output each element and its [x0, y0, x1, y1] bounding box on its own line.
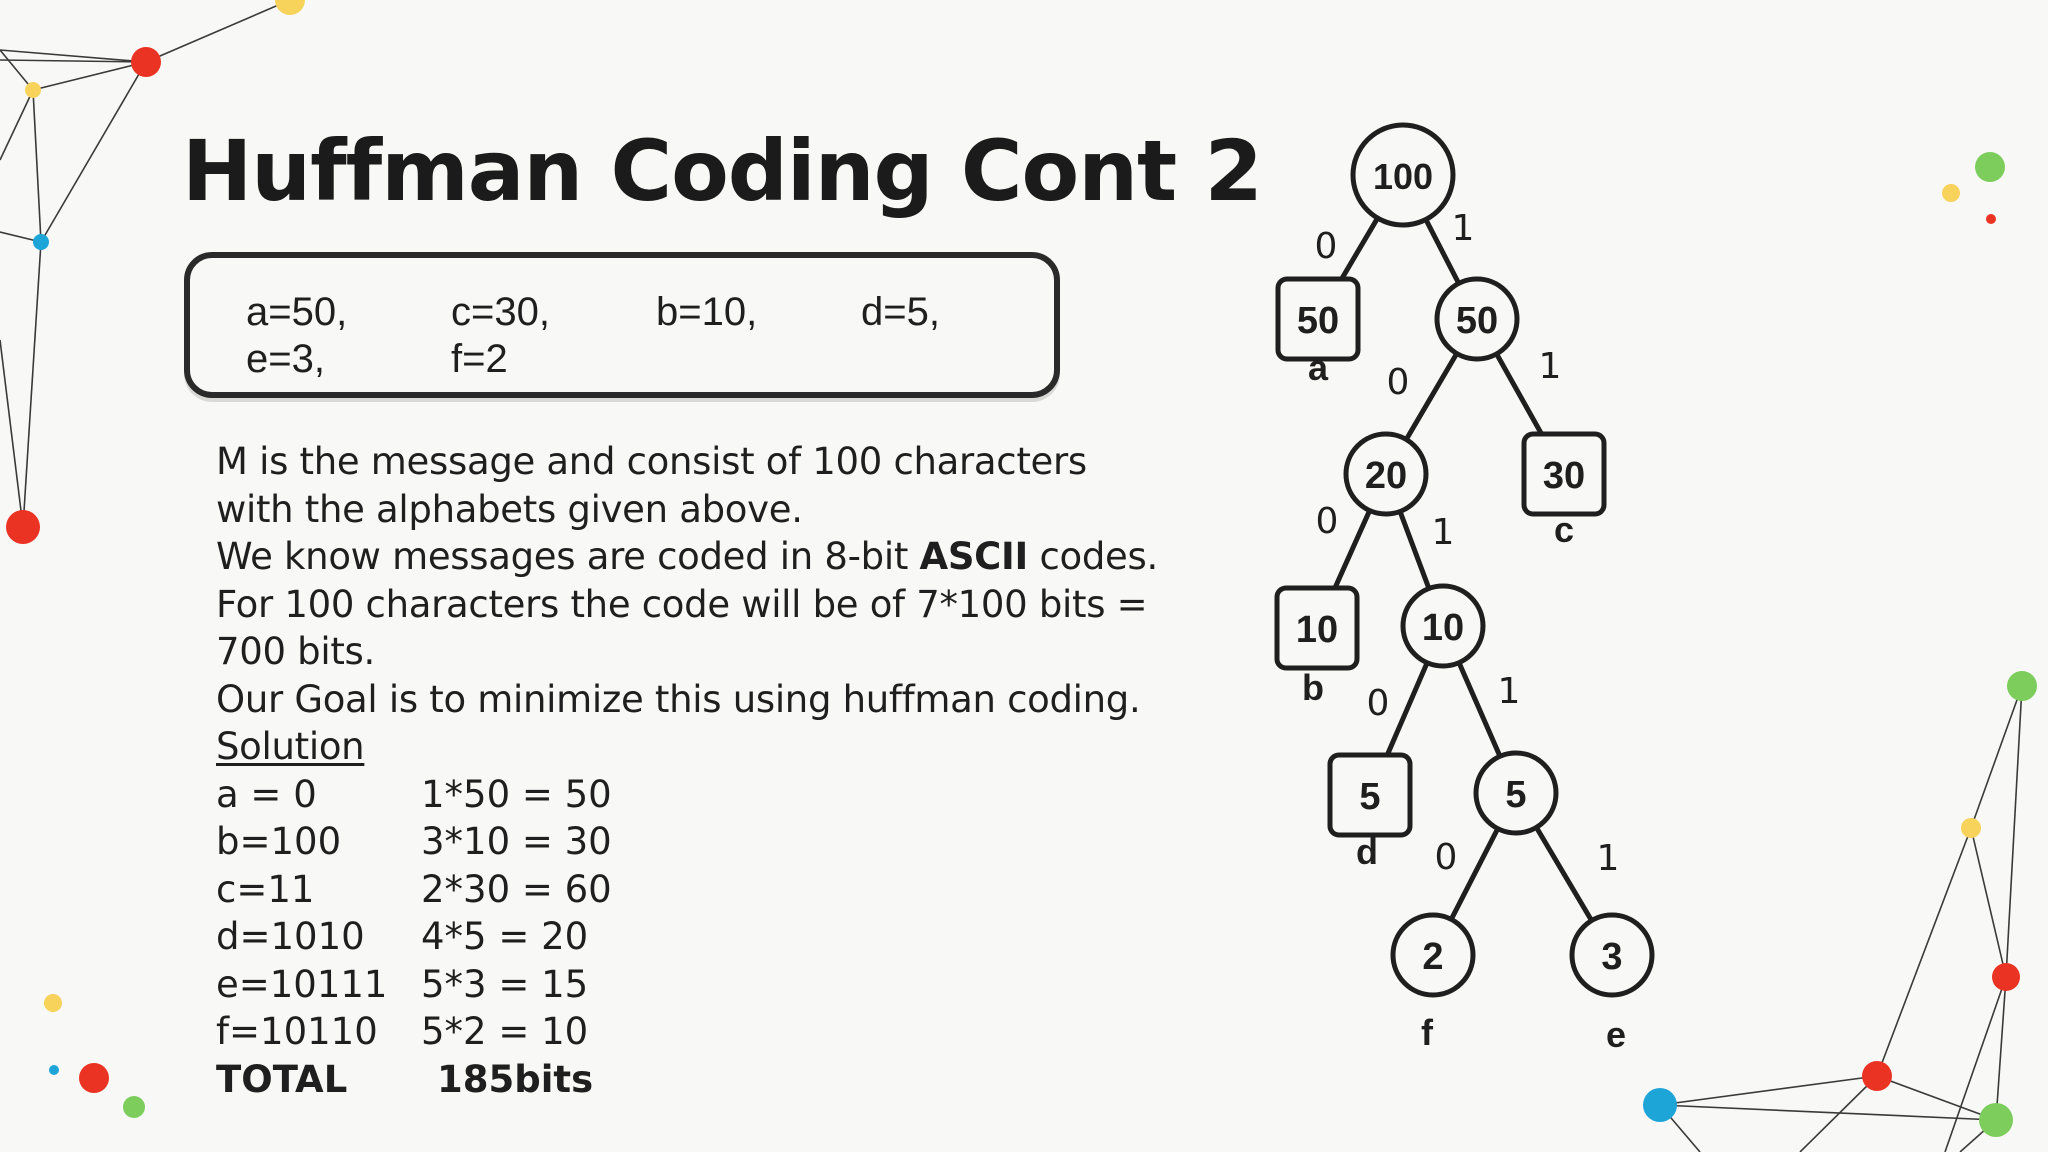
code-f: f=10110: [216, 1010, 378, 1053]
description-line-3-prefix: We know messages are coded in 8-bit: [216, 535, 920, 578]
calc-c: 2*30 = 60: [421, 868, 612, 911]
tree-node-value-b: 10: [1296, 609, 1338, 651]
calc-e: 5*3 = 15: [421, 963, 589, 1006]
alphabet-b: b=10,: [656, 290, 758, 334]
tree-node-square-d: [1327, 752, 1413, 838]
tree-edge-n50-c: [1494, 352, 1547, 442]
total-label: TOTAL: [216, 1058, 348, 1101]
tree-node-value-n10: 10: [1422, 607, 1464, 649]
tree-node-circle-n5: [1473, 750, 1559, 836]
edge-bit-root-n50: 1: [1452, 208, 1475, 249]
tree-leaf-label-b: b: [1302, 667, 1324, 708]
description-line-4: For 100 characters the code will be of 7…: [216, 583, 1148, 626]
edge-bit-n20-n10: 1: [1432, 512, 1455, 553]
code-e: e=10111: [216, 963, 388, 1006]
tree-edge-root-n50: [1423, 217, 1461, 286]
tree-node-value-n50: 50: [1456, 300, 1498, 342]
calc-b: 3*10 = 30: [421, 820, 612, 863]
tree-node-circle-e: [1569, 912, 1655, 998]
code-a: a = 0: [216, 773, 317, 816]
tree-node-value-n20: 20: [1365, 455, 1407, 497]
tree-node-value-d: 5: [1359, 776, 1380, 818]
tree-edge-n10-d: [1383, 661, 1430, 761]
tree-leaf-label-f: f: [1421, 1012, 1434, 1053]
calc-d: 4*5 = 20: [421, 915, 589, 958]
tree-node-circle-n10: [1400, 583, 1486, 669]
alphabet-c: c=30,: [451, 290, 550, 334]
tree-leaf-label-c: c: [1554, 509, 1574, 550]
tree-node-value-n5: 5: [1505, 774, 1526, 816]
tree-leaf-label-e: e: [1606, 1014, 1626, 1055]
tree-node-square-b: [1274, 585, 1360, 671]
tree-node-square-c: [1521, 431, 1607, 517]
edge-bit-n5-f: 0: [1435, 837, 1458, 878]
tree-node-value-root: 100: [1373, 156, 1433, 197]
tree-node-circle-n20: [1343, 431, 1429, 517]
edge-bit-n50-c: 1: [1539, 346, 1562, 387]
edge-bit-n10-d: 0: [1367, 683, 1390, 724]
alphabet-e: e=3,: [246, 337, 325, 381]
alphabet-d: d=5,: [861, 290, 940, 334]
alphabet-a: a=50,: [246, 290, 348, 334]
description-line-1: M is the message and consist of 100 char…: [216, 440, 1087, 483]
tree-edge-n20-n10: [1397, 509, 1432, 591]
code-d: d=1010: [216, 915, 365, 958]
edge-bit-root-a: 0: [1315, 226, 1338, 267]
description-line-3: We know messages are coded in 8-bit ASCI…: [216, 535, 1158, 578]
description-line-5: 700 bits.: [216, 630, 375, 673]
tree-edge-n10-n5: [1456, 661, 1503, 758]
solution-heading: Solution: [216, 725, 365, 768]
description-line-3-suffix: codes.: [1027, 535, 1158, 578]
tree-edge-n20-b: [1330, 508, 1372, 594]
edge-bit-n20-b: 0: [1316, 501, 1339, 542]
alphabet-frequency-box: [184, 252, 1060, 398]
description-line-2: with the alphabets given above.: [216, 488, 803, 531]
tree-edge-n5-f: [1449, 826, 1500, 922]
tree-leaf-label-d: d: [1356, 831, 1378, 872]
tree-edge-n50-n20: [1404, 351, 1459, 442]
tree-node-value-e: 3: [1601, 936, 1622, 978]
tree-edge-root-a: [1335, 216, 1380, 288]
code-b: b=100: [216, 820, 342, 863]
code-c: c=11: [216, 868, 315, 911]
slide-title: Huffman Coding Cont 2: [182, 122, 1263, 220]
tree-node-square-a: [1275, 276, 1361, 362]
alphabet-f: f=2: [451, 337, 508, 381]
tree-node-circle-f: [1390, 912, 1476, 998]
edge-bit-n50-n20: 0: [1387, 362, 1410, 403]
calc-a: 1*50 = 50: [421, 773, 612, 816]
edge-bit-n10-n5: 1: [1498, 671, 1521, 712]
tree-node-value-a: 50: [1297, 300, 1339, 342]
edge-bit-n5-e: 1: [1597, 838, 1620, 879]
tree-node-circle-n50: [1434, 276, 1520, 362]
description-line-6: Our Goal is to minimize this using huffm…: [216, 678, 1141, 721]
tree-edge-n5-e: [1534, 825, 1594, 923]
calc-f: 5*2 = 10: [421, 1010, 589, 1053]
total-value: 185bits: [437, 1058, 594, 1101]
tree-node-value-c: 30: [1543, 455, 1585, 497]
tree-node-circle-root: [1350, 122, 1456, 228]
tree-node-value-f: 2: [1422, 936, 1443, 978]
tree-leaf-label-a: a: [1308, 347, 1329, 388]
ascii-emphasis: ASCII: [919, 535, 1029, 578]
